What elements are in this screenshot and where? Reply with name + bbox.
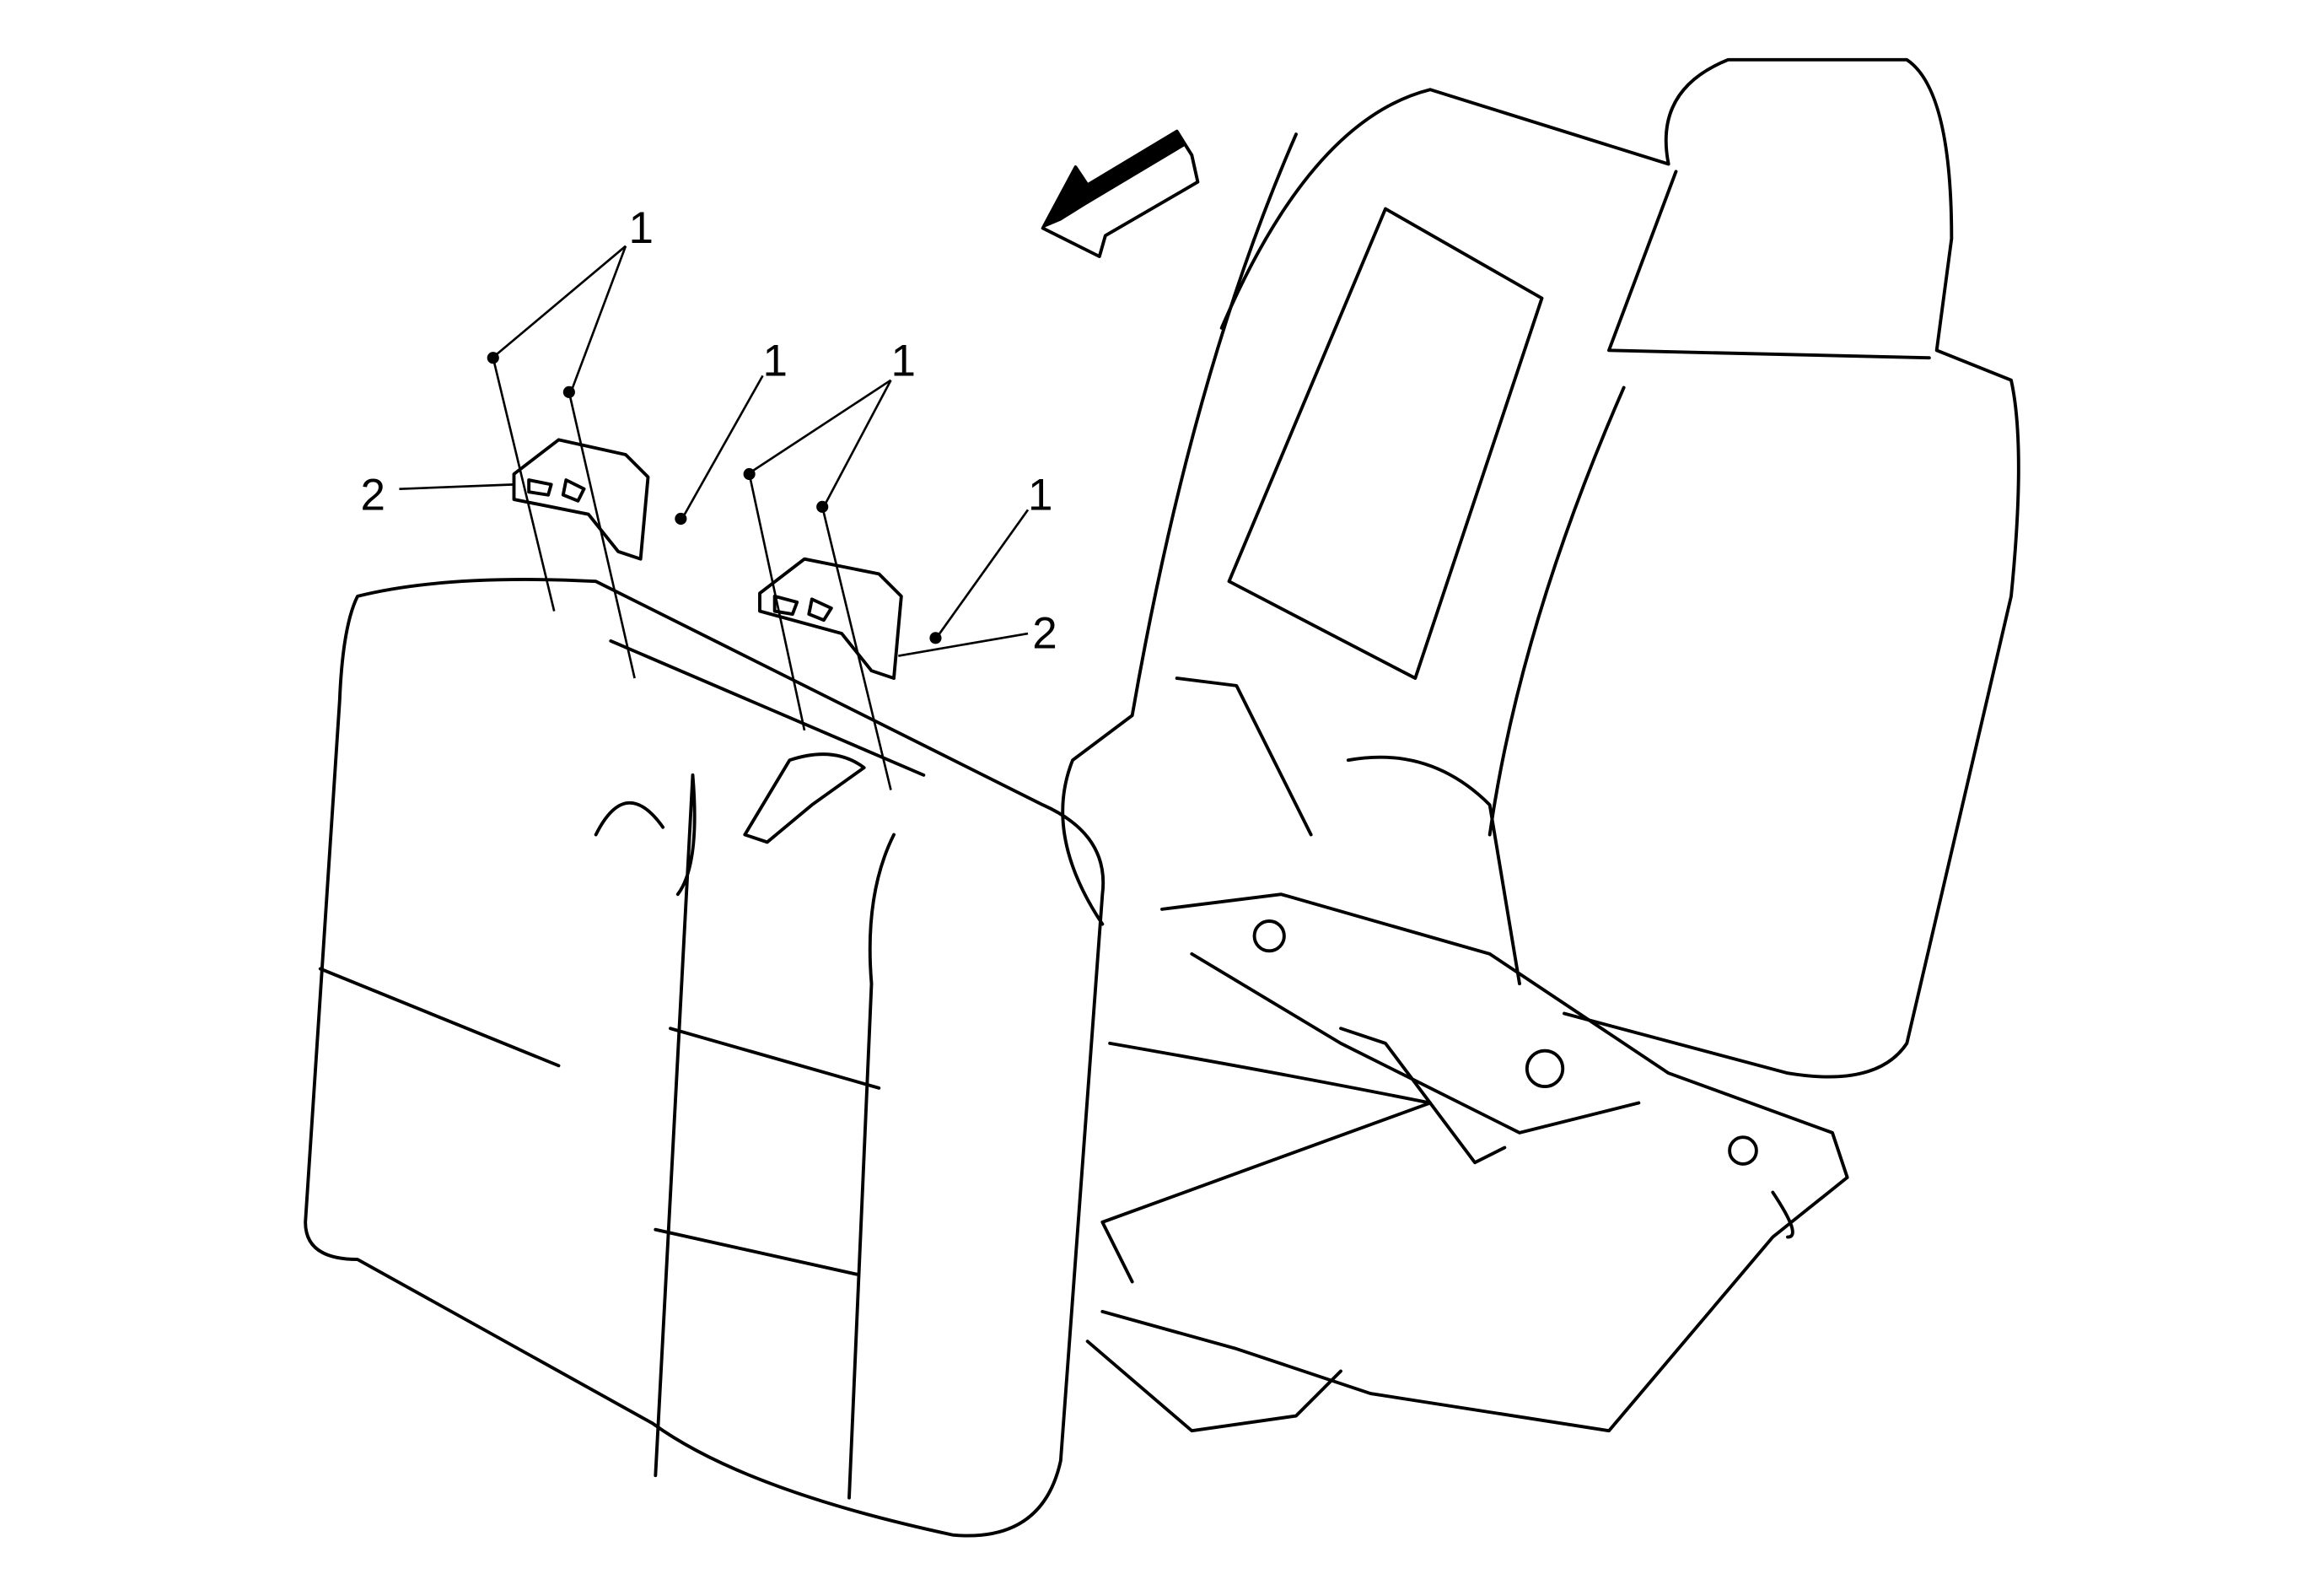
callout-1-b: 1 (763, 336, 788, 385)
callout-2-a: 2 (361, 470, 385, 520)
bracket-right (758, 557, 903, 680)
callout-1-c: 1 (890, 336, 915, 385)
callout-1-d: 1 (1028, 470, 1052, 520)
fastener-lines (399, 245, 1030, 790)
direction-arrow-icon (1041, 129, 1200, 259)
seat-back-cushion (304, 578, 1106, 1538)
callout-2-b: 2 (1032, 609, 1057, 659)
bracket-left (512, 438, 650, 561)
callout-1-a: 1 (629, 203, 654, 253)
seat-frame (1061, 57, 2020, 1433)
